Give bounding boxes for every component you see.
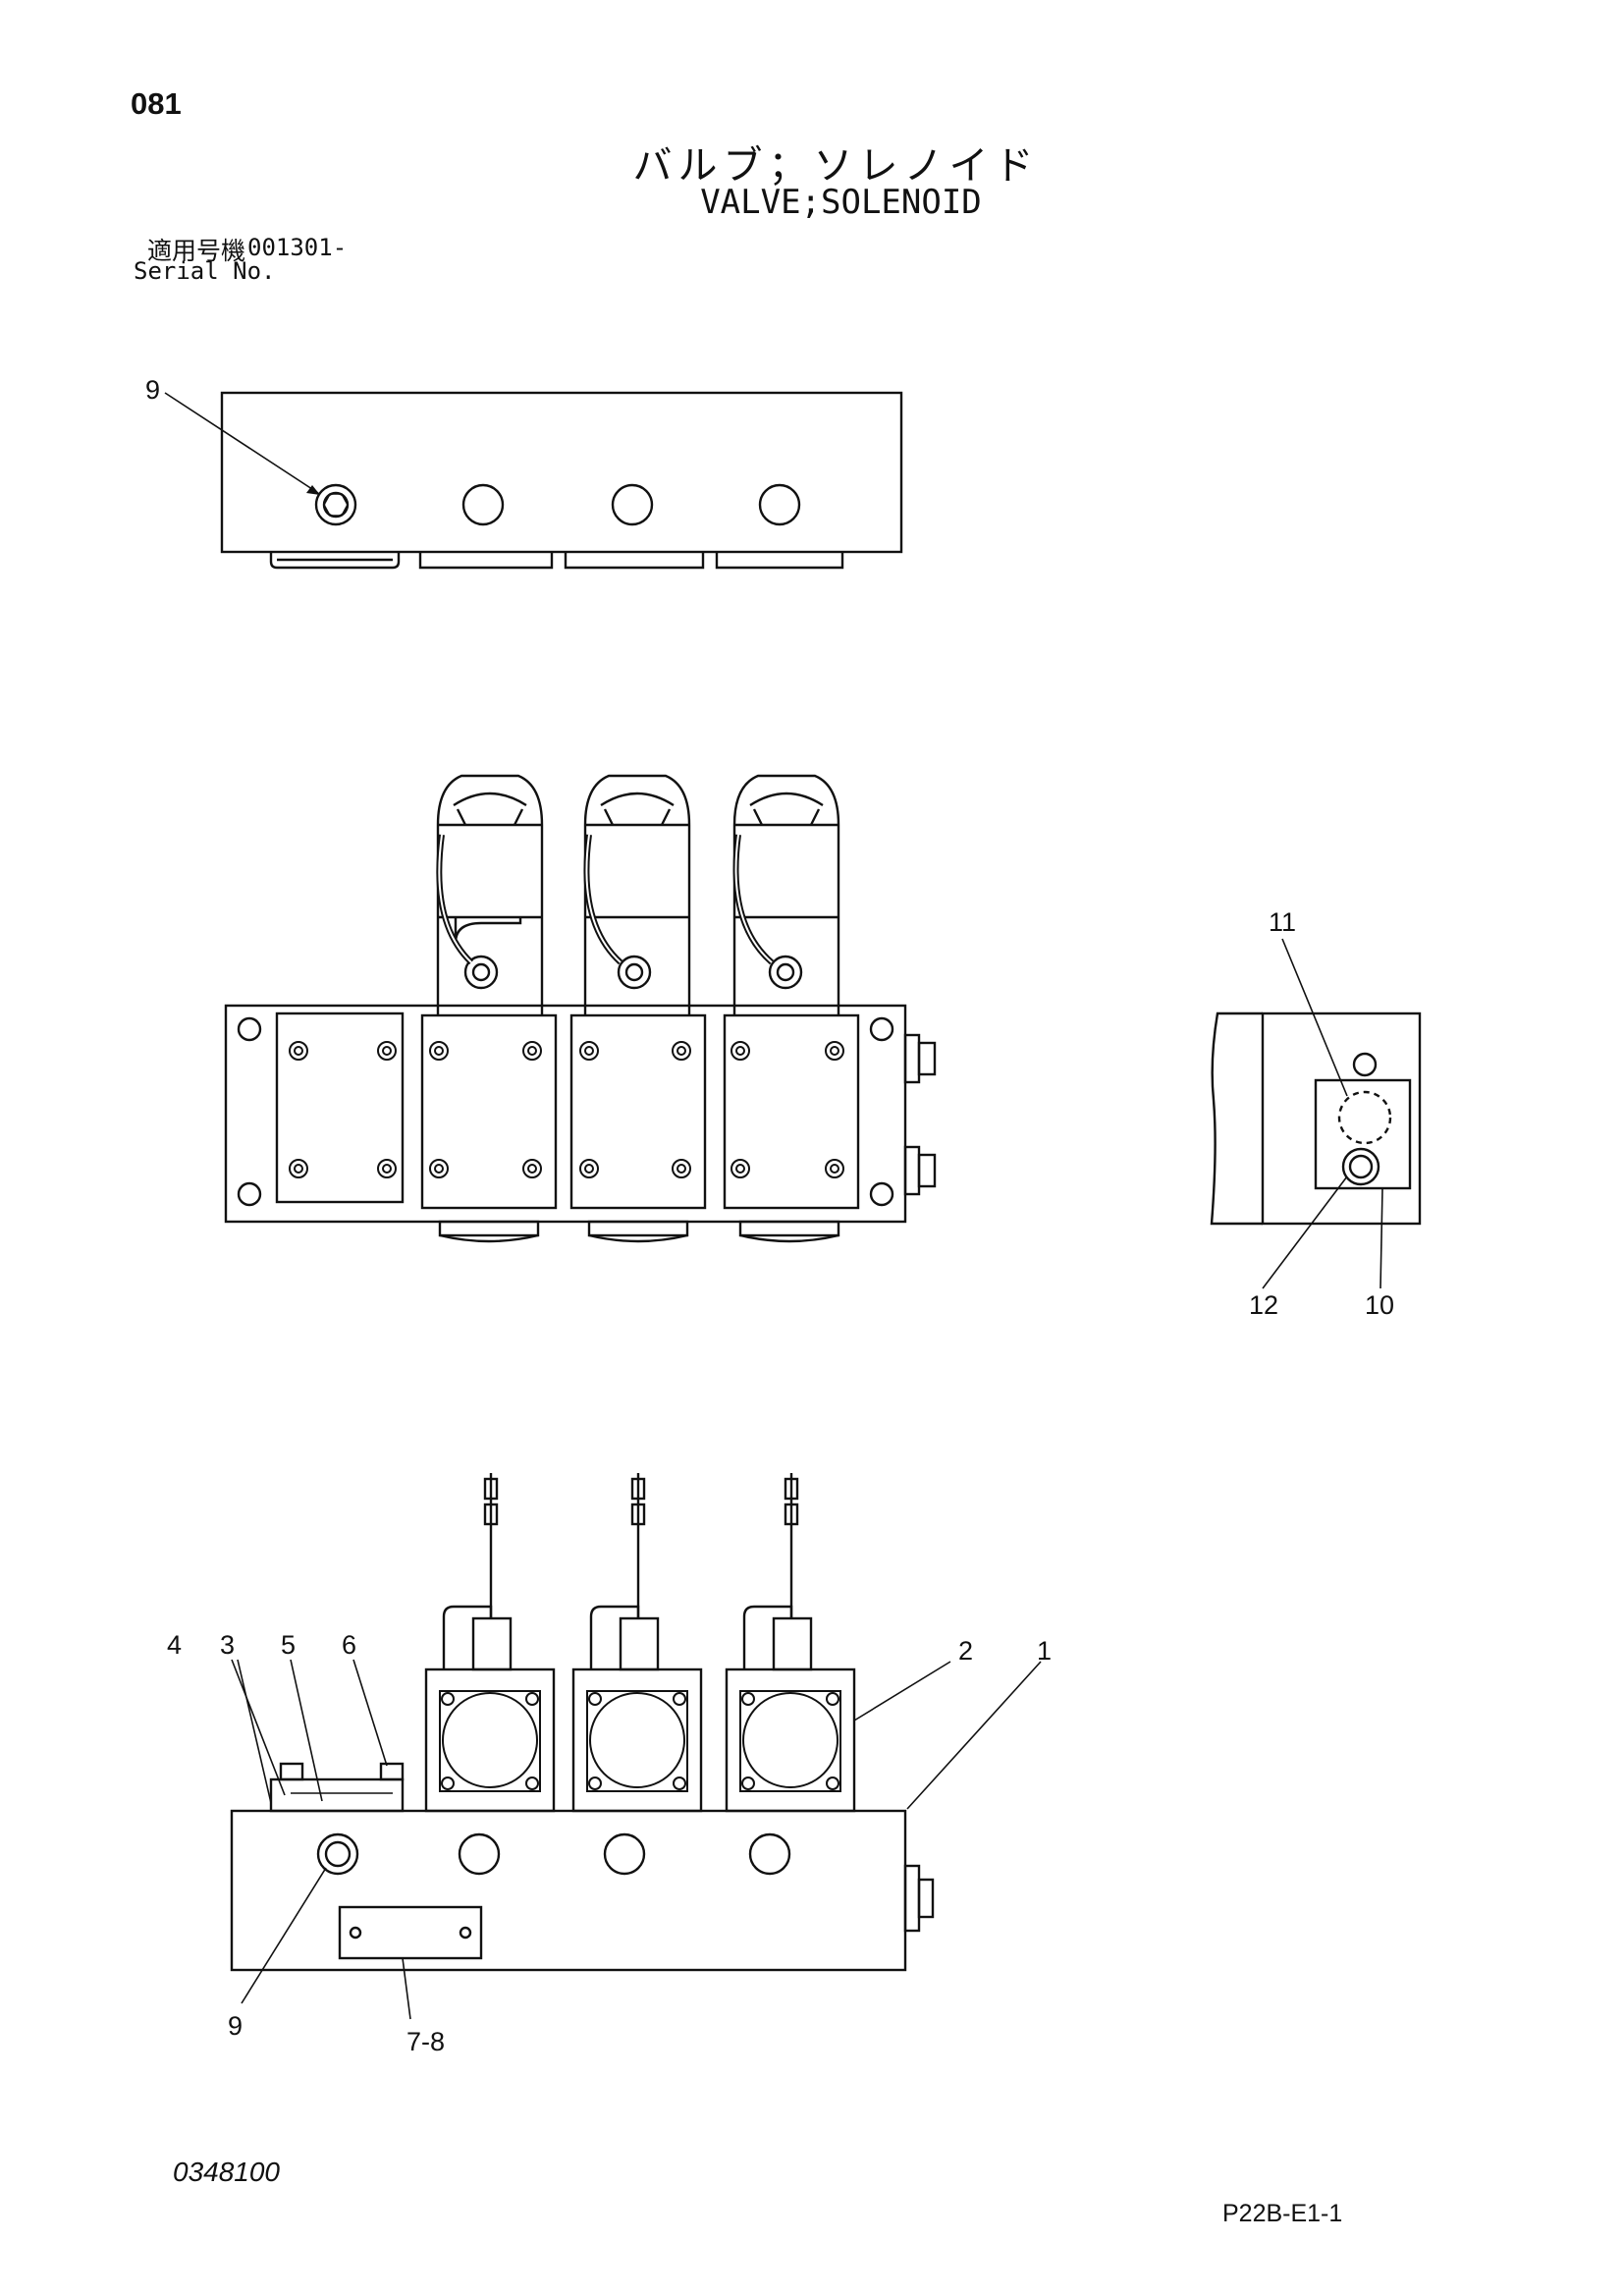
callout-12: 12	[1249, 1290, 1278, 1320]
callout-5: 5	[281, 1630, 296, 1660]
page-code: P22B-E1-1	[1222, 2200, 1343, 2227]
callout-11: 11	[1269, 907, 1296, 937]
front-solenoid-1	[436, 774, 544, 1015]
front-view	[224, 774, 937, 1243]
callout-2: 2	[958, 1636, 973, 1666]
serial-label-japanese: 適用号機	[147, 237, 246, 265]
front-solenoid-3	[732, 774, 840, 1015]
bottom-view	[230, 1473, 1042, 2020]
title-japanese: バルブ；ソレノイド	[632, 143, 1040, 189]
side-view	[1210, 938, 1422, 1289]
callout-9-top: 9	[145, 375, 160, 405]
page-number: 081	[131, 86, 182, 121]
callout-4: 4	[167, 1630, 182, 1660]
callout-3: 3	[220, 1630, 235, 1660]
callout-9-bottom: 9	[228, 2011, 243, 2041]
drawing-number: 0348100	[173, 2157, 281, 2187]
callout-1: 1	[1037, 1636, 1052, 1666]
serial-label-english: Serial No.	[134, 257, 276, 285]
callout-10: 10	[1365, 1290, 1394, 1320]
serial-number-value: 001301-	[247, 234, 348, 261]
title-english: VALVE;SOLENOID	[700, 183, 982, 222]
top-view	[164, 391, 903, 570]
callout-7-8: 7-8	[406, 2027, 445, 2056]
front-solenoid-2	[583, 774, 691, 1015]
callout-6: 6	[342, 1630, 356, 1660]
